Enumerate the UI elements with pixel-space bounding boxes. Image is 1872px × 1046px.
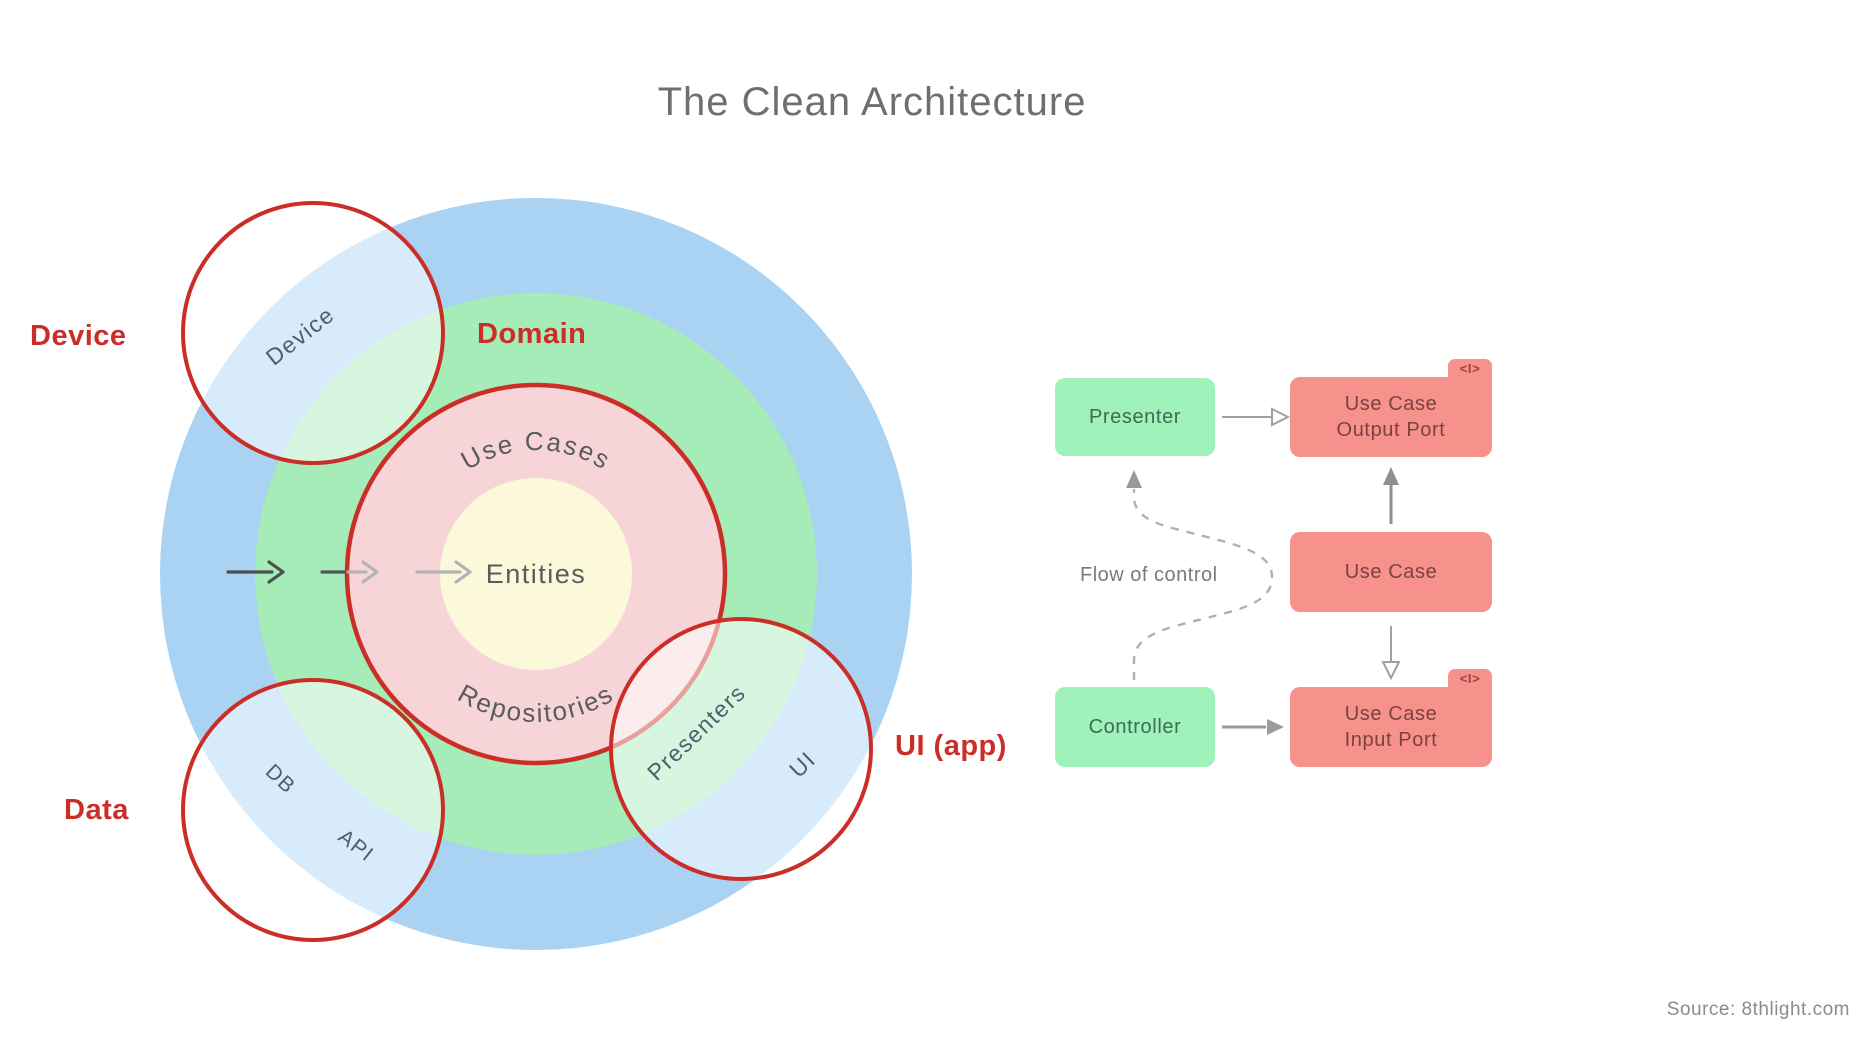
- presenter-to-output-open-head: [1271, 407, 1291, 427]
- usecase-to-input-open-head: [1381, 661, 1401, 681]
- interface-icon: <I>: [1459, 671, 1481, 686]
- controller-box-label: Controller: [1088, 716, 1182, 738]
- input-port-line2: Input Port: [1344, 729, 1438, 751]
- page-title: The Clean Architecture: [657, 80, 1087, 124]
- output-port-line1: Use Case: [1344, 393, 1438, 415]
- arrow-middle-head: [361, 560, 379, 584]
- flow-connectors: [1126, 407, 1401, 735]
- entities-circle: [440, 478, 632, 670]
- interface-tab: <I>: [1448, 359, 1492, 389]
- use-case-output-port-box: <I> Use Case Output Port: [1290, 359, 1492, 457]
- data-satellite: DB API: [181, 678, 445, 942]
- arrow-inner-head: [454, 560, 472, 584]
- input-port-line1: Use Case: [1344, 703, 1438, 725]
- interface-icon: <I>: [1459, 361, 1481, 376]
- ui-satellite: Presenters UI: [609, 617, 873, 881]
- flow-of-control-label: Flow of control: [1080, 564, 1218, 586]
- device-satellite: Device: [181, 201, 445, 465]
- device-satellite-circle: [181, 201, 445, 465]
- presenter-box-label: Presenter: [1088, 406, 1182, 428]
- dependency-arrows: [226, 560, 472, 584]
- data-layer-label: Data: [64, 794, 129, 826]
- controller-to-input-solid-head: [1267, 719, 1284, 735]
- entities-label: Entities: [486, 559, 587, 589]
- ui-app-layer-label: UI (app): [895, 730, 1007, 762]
- domain-layer-label: Domain: [477, 318, 587, 350]
- interface-tab: <I>: [1448, 669, 1492, 699]
- data-satellite-circle: [181, 678, 445, 942]
- use-case-box-label: Use Case: [1344, 561, 1438, 583]
- source-attribution: Source: 8thlight.com: [1666, 999, 1850, 1020]
- device-layer-label: Device: [30, 320, 127, 352]
- usecase-to-output-solid-head: [1383, 467, 1399, 485]
- controller-box: Controller: [1055, 687, 1215, 767]
- use-case-input-port-box: <I> Use Case Input Port: [1290, 669, 1492, 767]
- presenter-box: Presenter: [1055, 378, 1215, 456]
- arrow-outer-head: [267, 560, 285, 584]
- flow-of-control-dashed-path: [1132, 489, 1274, 680]
- use-case-box: Use Case: [1290, 532, 1492, 612]
- ui-satellite-circle: [609, 617, 873, 881]
- output-port-line2: Output Port: [1336, 419, 1446, 441]
- flow-of-control-arrow-head: [1126, 470, 1142, 488]
